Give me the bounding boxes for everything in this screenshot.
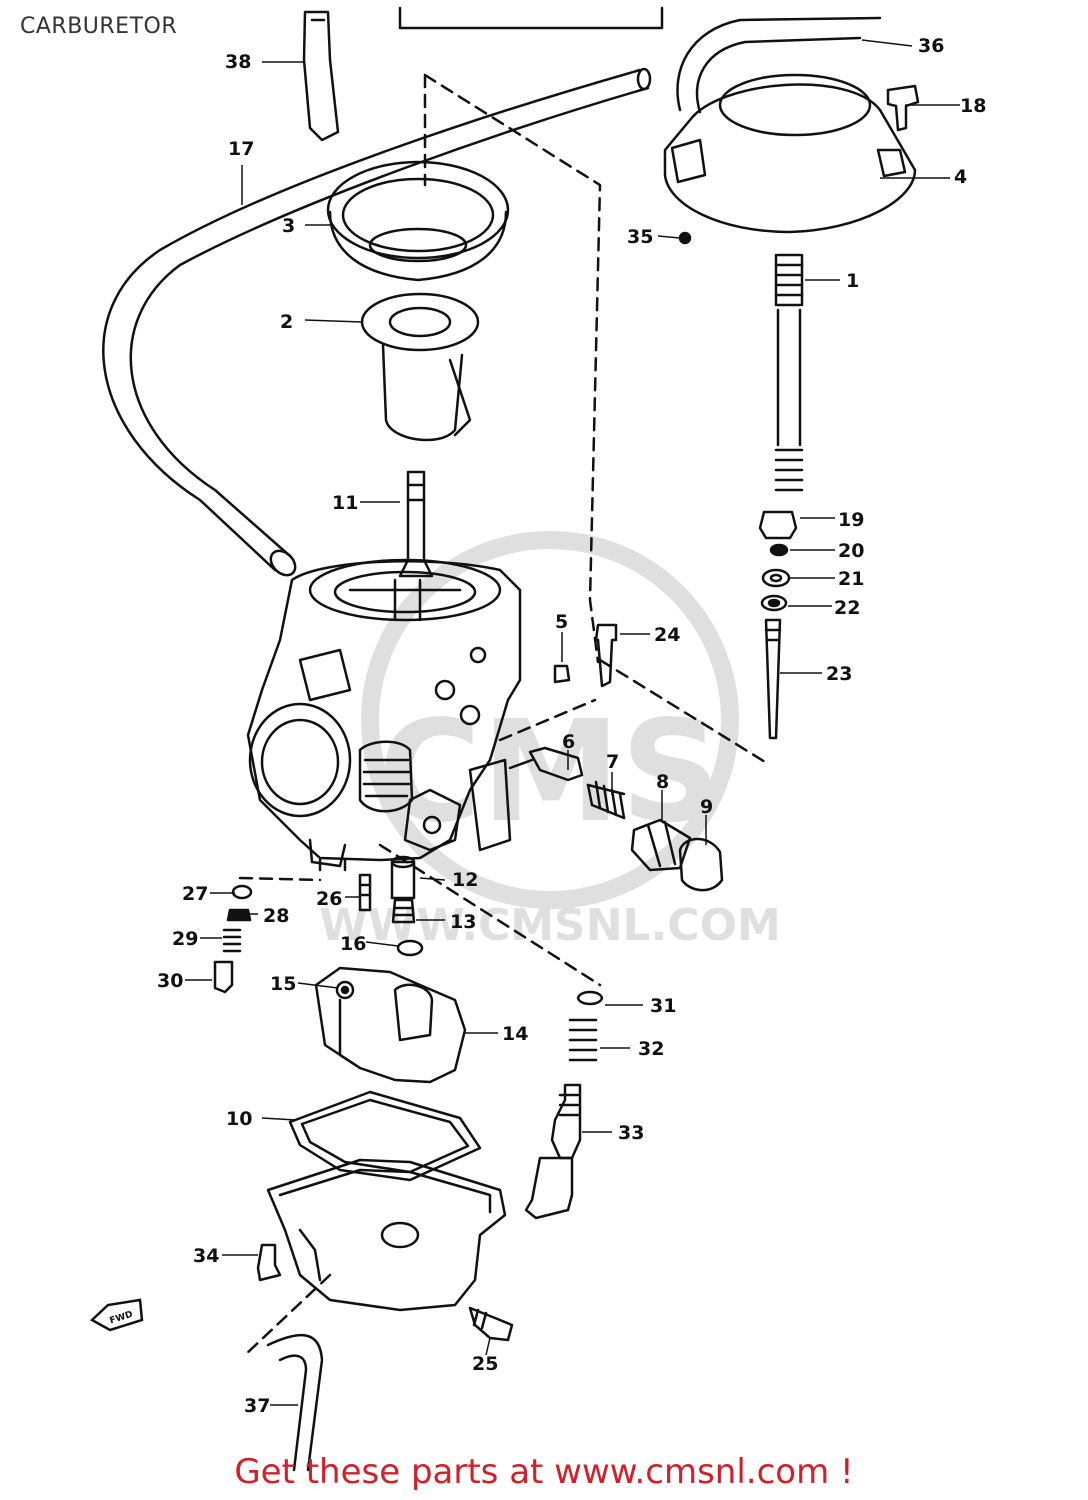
callout-15: 15 [270,973,296,995]
float-bowl [266,1158,507,1312]
callout-23: 23 [826,663,852,685]
part-37-drain-hose [266,1333,324,1472]
part-10-gasket [288,1090,482,1182]
part-22-washer [760,594,788,612]
callout-25: 25 [472,1353,498,1375]
part-7-spring [586,780,626,820]
part-14-float [314,966,467,1084]
callout-19: 19 [838,509,864,531]
part-29-spring [222,928,242,953]
part-15-screw [340,985,350,995]
callout-18: 18 [960,95,986,117]
callout-27: 27 [182,883,208,905]
part-1-spring [774,253,804,492]
watermark-logo: CMS WWW.CMSNL.COM [319,531,781,951]
callout-16: 16 [340,933,366,955]
callout-7: 7 [606,751,619,773]
part-12-jet [390,860,416,900]
top-bracket-line [398,6,664,30]
part-2-piston [360,292,480,442]
part-4-top-cap [663,83,917,234]
part-27-washer [231,884,253,900]
alignment-line-piston [423,73,602,664]
part-23-jet-needle [764,618,782,740]
callout-8: 8 [656,771,669,793]
callout-17: 17 [228,138,254,160]
part-28-cap [226,908,252,922]
footer-link[interactable]: Get these parts at www.cmsnl.com ! [234,1452,854,1492]
callout-12: 12 [452,869,478,891]
callout-22: 22 [834,597,860,619]
part-20-clip [769,543,789,557]
part-31-clip [576,990,604,1006]
alignment-line-needle [498,658,772,767]
part-35-clip [678,231,692,245]
part-3-diaphragm [326,160,510,282]
callout-3: 3 [282,215,295,237]
callout-33: 33 [618,1122,644,1144]
part-30-screw [213,960,234,994]
callout-5: 5 [555,611,568,633]
callout-32: 32 [638,1038,664,1060]
forward-arrow-icon [89,1298,144,1332]
callout-31: 31 [650,995,676,1017]
callout-20: 20 [838,540,864,562]
callout-9: 9 [700,796,713,818]
part-19-seal [758,510,798,540]
part-21-washer [761,568,791,588]
callout-30: 30 [157,970,183,992]
part-38-clip [302,10,340,142]
part-13-main-jet [391,898,416,924]
direction-marker: FWD [89,1298,144,1332]
part-34-screw [256,1243,282,1282]
callout-1: 1 [846,270,859,292]
part-32-spring [568,1018,598,1062]
callout-24: 24 [654,624,680,646]
part-17-fuel-hose [102,68,650,572]
callout-26: 26 [316,888,342,910]
callout-labels: 38 36 18 17 4 3 35 1 2 11 19 20 21 22 5 … [157,35,986,1417]
callout-38: 38 [225,51,251,73]
part-9-cap [678,837,724,892]
callout-36: 36 [918,35,944,57]
callout-2: 2 [280,311,293,333]
callout-34: 34 [193,1245,219,1267]
page-title: CARBURETOR [20,14,178,39]
callout-29: 29 [172,928,198,950]
part-18-screw [886,84,920,132]
part-5-plug [553,664,571,684]
callout-13: 13 [450,911,476,933]
callout-14: 14 [502,1023,528,1045]
callout-4: 4 [954,166,967,188]
part-26-screw [358,873,372,912]
callout-21: 21 [838,568,864,590]
callout-10: 10 [226,1108,252,1130]
part-36-vent-hose [676,16,882,114]
callout-28: 28 [263,905,289,927]
callout-35: 35 [627,226,653,248]
callout-11: 11 [332,492,358,514]
part-24-bolt [594,623,618,688]
carburetor-body [246,558,522,872]
alignment-line-float [238,843,602,987]
callout-37: 37 [244,1395,270,1417]
part-6-pilot-screw [528,746,584,782]
part-16-o-ring [396,939,424,957]
callout-6: 6 [562,731,575,753]
